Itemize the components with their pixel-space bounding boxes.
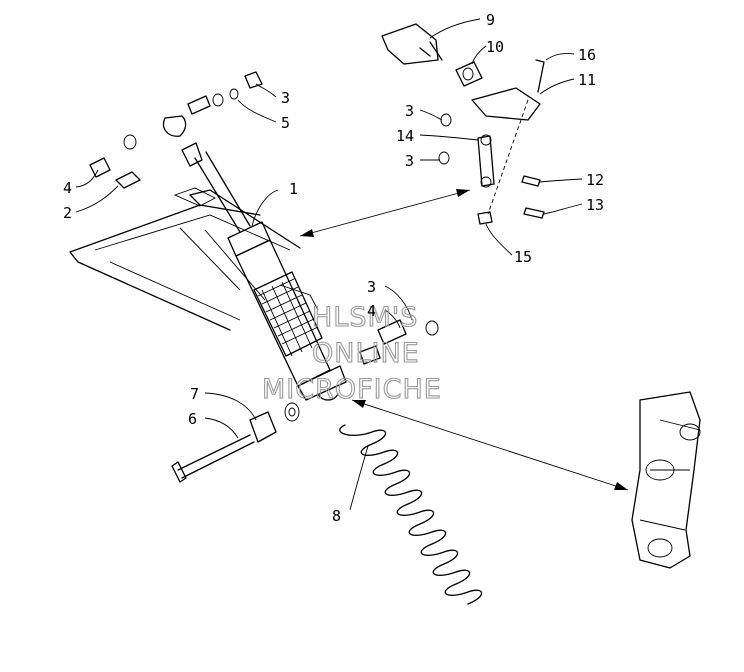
watermark-line-3: MICROFICHE [262,374,442,405]
mid-mount-hardware [359,319,439,365]
callout-2: 2 [63,204,72,222]
watermark: HLSM'S ONLINE MICROFICHE [261,301,442,405]
callout-13: 13 [586,196,604,214]
callout-3-right-upper: 3 [405,102,414,120]
callout-numbers: 1 2 3 4 5 6 7 8 3 4 9 10 16 11 3 14 3 12… [63,11,604,525]
callout-8: 8 [332,507,341,525]
a-arm-frame [69,187,319,331]
callout-10: 10 [486,38,504,56]
callout-9: 9 [486,11,495,29]
spindle-knuckle [631,391,701,569]
callout-15: 15 [514,248,532,266]
callout-11: 11 [578,71,596,89]
callout-3-right-lower: 3 [405,152,414,170]
knurled-sleeve [257,278,319,357]
callout-3-middle: 3 [367,278,376,296]
callout-1: 1 [289,180,298,198]
linkage-assembly [381,23,545,225]
watermark-line-2: ONLINE [312,338,420,369]
callout-4-middle: 4 [367,302,376,320]
upper-mount-hardware [89,71,263,189]
callout-6: 6 [188,410,197,428]
callout-14: 14 [396,127,414,145]
callout-7: 7 [190,385,199,403]
watermark-line-1: HLSM'S [312,302,418,333]
relationship-arrows [299,189,629,491]
callout-16: 16 [578,46,596,64]
callout-leaders [75,18,583,511]
callout-5: 5 [281,114,290,132]
callout-12: 12 [586,171,604,189]
coil-spring [339,424,483,605]
bolt-and-bushing [171,402,300,483]
callout-3-top-left: 3 [281,89,290,107]
callout-4-left: 4 [63,179,72,197]
shock-absorber [162,115,347,401]
